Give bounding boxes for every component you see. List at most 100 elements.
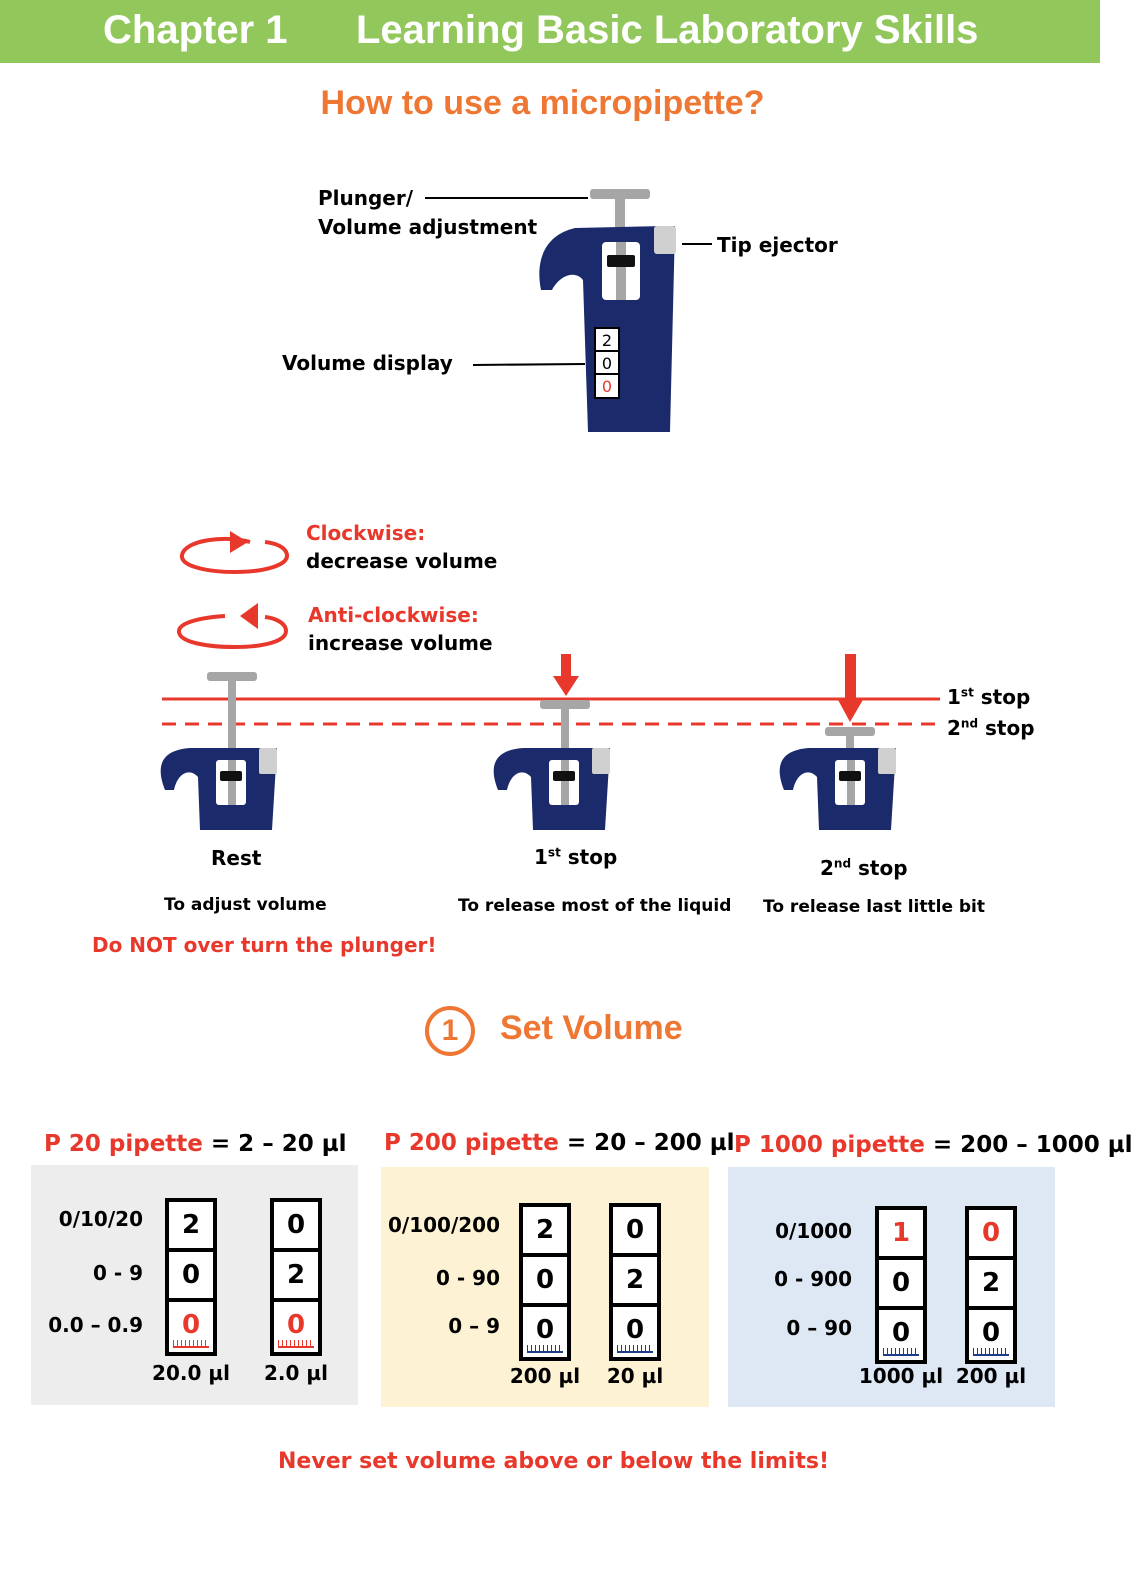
set-volume-title: Set Volume [500, 1009, 683, 1047]
p20-row-label: 0.0 – 0.9 [48, 1313, 143, 1337]
stops-diagram [160, 654, 940, 830]
p1000-counter-digit: 0 [969, 1310, 1013, 1360]
p200-counter-digit: 0 [523, 1307, 567, 1357]
digit-value: 0 [891, 1268, 911, 1298]
second-stop-pipette [779, 654, 896, 830]
p1000-counter-digit: 0 [879, 1310, 923, 1360]
rotation-icons [177, 531, 289, 650]
p200-counter-digit: 0 [613, 1207, 657, 1257]
p1000-volume-label: 1000 µl [858, 1364, 944, 1388]
display-digit-2: 0 [602, 377, 612, 396]
digit-value: 0 [181, 1260, 201, 1290]
p1000-counter-digit: 2 [969, 1260, 1013, 1310]
digit-value: 0 [891, 1318, 911, 1348]
clockwise-icon [180, 536, 289, 575]
p200-title: P 200 pipette = 20 – 200 µl [384, 1130, 735, 1156]
second-stop-desc: To release last little bit [763, 897, 986, 917]
anticlockwise-icon [177, 614, 289, 650]
volume-display [594, 327, 620, 399]
p20-counter-digit: 0 [274, 1202, 318, 1252]
digit-value: 2 [981, 1268, 1001, 1298]
p1000-counter-digit: 1 [879, 1210, 923, 1260]
first-stop-desc: To release most of the liquid [458, 896, 732, 916]
digit-value: 0 [286, 1310, 306, 1340]
p200-counter-digit: 0 [613, 1307, 657, 1357]
anticlockwise-title: Anti-clockwise: [308, 603, 479, 627]
plunger-cap [590, 189, 650, 199]
chapter-label: Chapter 1 [103, 8, 288, 52]
p200-row-label: 0/100/200 [387, 1213, 500, 1237]
tip-ejector [654, 226, 676, 254]
plunger-warning: Do NOT over turn the plunger! [92, 933, 437, 957]
p1000-counter: 0 2 0 [965, 1206, 1017, 1364]
p20-row-label: 0/10/20 [58, 1207, 143, 1231]
p200-row-label: 0 – 9 [448, 1314, 500, 1338]
page-title: How to use a micropipette? [320, 84, 765, 122]
tip-ejector-label: Tip ejector [717, 233, 838, 257]
clockwise-title: Clockwise: [306, 521, 426, 545]
anticlockwise-desc: increase volume [308, 631, 493, 655]
display-digit-1: 0 [602, 354, 612, 373]
rest-label: Rest [211, 846, 262, 870]
p20-volume-label: 20.0 µl [152, 1361, 230, 1385]
final-warning: Never set volume above or below the limi… [278, 1449, 829, 1474]
digit-value: 0 [535, 1315, 555, 1345]
volume-display-label: Volume display [282, 351, 453, 375]
p1000-row-label: 0 – 90 [786, 1316, 852, 1340]
p200-row-label: 0 - 90 [436, 1266, 500, 1290]
clockwise-desc: decrease volume [306, 549, 498, 573]
digit-value: 0 [625, 1315, 645, 1345]
first-stop-arrow [561, 654, 571, 678]
digit-value: 1 [891, 1218, 911, 1248]
scale-ticks [278, 1340, 314, 1348]
plunger-shaft [615, 199, 625, 239]
first-stop-pipette [493, 654, 610, 830]
p1000-counter-digit: 0 [969, 1210, 1013, 1260]
p200-counter: 0 2 0 [609, 1203, 661, 1361]
scale-ticks [527, 1345, 563, 1353]
digit-value: 0 [625, 1215, 645, 1245]
p1000-counter-digit: 0 [879, 1260, 923, 1310]
p20-counter-digit: 0 [169, 1302, 213, 1352]
digit-value: 2 [181, 1210, 201, 1240]
scale-ticks [173, 1340, 209, 1348]
scale-ticks [617, 1345, 653, 1353]
p200-volume-label: 200 µl [509, 1364, 581, 1388]
second-stop-line-label: 2nd stop [947, 716, 1035, 740]
p200-counter-digit: 2 [523, 1207, 567, 1257]
digit-value: 2 [625, 1265, 645, 1295]
p1000-row-label: 0 - 900 [774, 1267, 852, 1291]
p200-volume-label: 20 µl [606, 1364, 664, 1388]
plunger-label-1: Plunger/ [318, 186, 414, 210]
p1000-counter: 1 0 0 [875, 1206, 927, 1364]
digit-value: 0 [181, 1310, 201, 1340]
p200-counter-digit: 0 [523, 1257, 567, 1307]
p20-counter-digit: 0 [274, 1302, 318, 1352]
second-stop-arrow [845, 654, 856, 700]
p20-counter-digit: 2 [274, 1252, 318, 1302]
chapter-title: Learning Basic Laboratory Skills [356, 8, 979, 52]
digit-value: 0 [535, 1265, 555, 1295]
first-stop-line-label: 1st stop [947, 685, 1031, 709]
digit-value: 0 [286, 1210, 306, 1240]
p20-row-label: 0 - 9 [92, 1261, 143, 1285]
p1000-volume-label: 200 µl [955, 1364, 1027, 1388]
p20-counter-digit: 0 [169, 1252, 213, 1302]
plunger-label-2: Volume adjustment [318, 215, 538, 239]
rest-desc: To adjust volume [164, 895, 327, 915]
scale-ticks [973, 1348, 1009, 1356]
digit-value: 2 [286, 1260, 306, 1290]
digit-value: 0 [981, 1218, 1001, 1248]
p20-title: P 20 pipette = 2 – 20 µl [44, 1131, 347, 1157]
rest-pipette [160, 672, 277, 830]
digit-value: 0 [981, 1318, 1001, 1348]
display-digit-0: 2 [602, 331, 612, 350]
p20-volume-label: 2.0 µl [264, 1361, 328, 1385]
p20-counter-digit: 2 [169, 1202, 213, 1252]
p20-counter: 2 0 0 [165, 1198, 217, 1356]
step-number-badge: 1 [425, 1006, 475, 1056]
second-stop-label: 2nd stop [820, 856, 908, 880]
volume-display-leader-line [472, 363, 586, 366]
p1000-title: P 1000 pipette = 200 – 1000 µl [734, 1132, 1133, 1158]
header-bar [0, 0, 1100, 63]
